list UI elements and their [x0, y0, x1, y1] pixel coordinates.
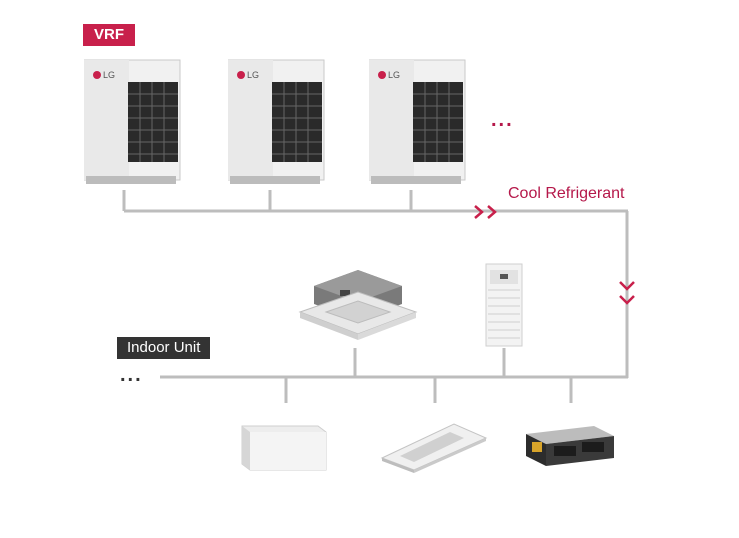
floor-standing-unit-icon	[485, 263, 523, 347]
indoor-unit-tag: Indoor Unit	[117, 337, 211, 359]
cool-refrigerant-label: Cool Refrigerant	[508, 185, 625, 202]
vrf-tag: VRF	[83, 24, 135, 46]
arrow-down-1	[619, 281, 635, 291]
vrf-outdoor-unit-1	[84, 59, 181, 184]
vrf-outdoor-unit-3	[369, 59, 466, 184]
one-way-cassette-icon	[380, 423, 488, 473]
outdoor-unit-2-brand: LG	[247, 70, 260, 80]
outdoor-unit-1-brand: LG	[103, 70, 116, 80]
vrf-outdoor-unit-2	[228, 59, 325, 184]
arrow-right-1	[474, 205, 484, 219]
arrow-right-2	[487, 205, 497, 219]
outdoor-unit-3-brand: LG	[388, 70, 401, 80]
flow-arrows	[474, 205, 635, 305]
ceiling-cassette-icon	[298, 270, 418, 340]
ducted-unit-icon	[526, 426, 614, 466]
arrow-down-2	[619, 295, 635, 305]
wall-console-icon	[241, 425, 327, 471]
